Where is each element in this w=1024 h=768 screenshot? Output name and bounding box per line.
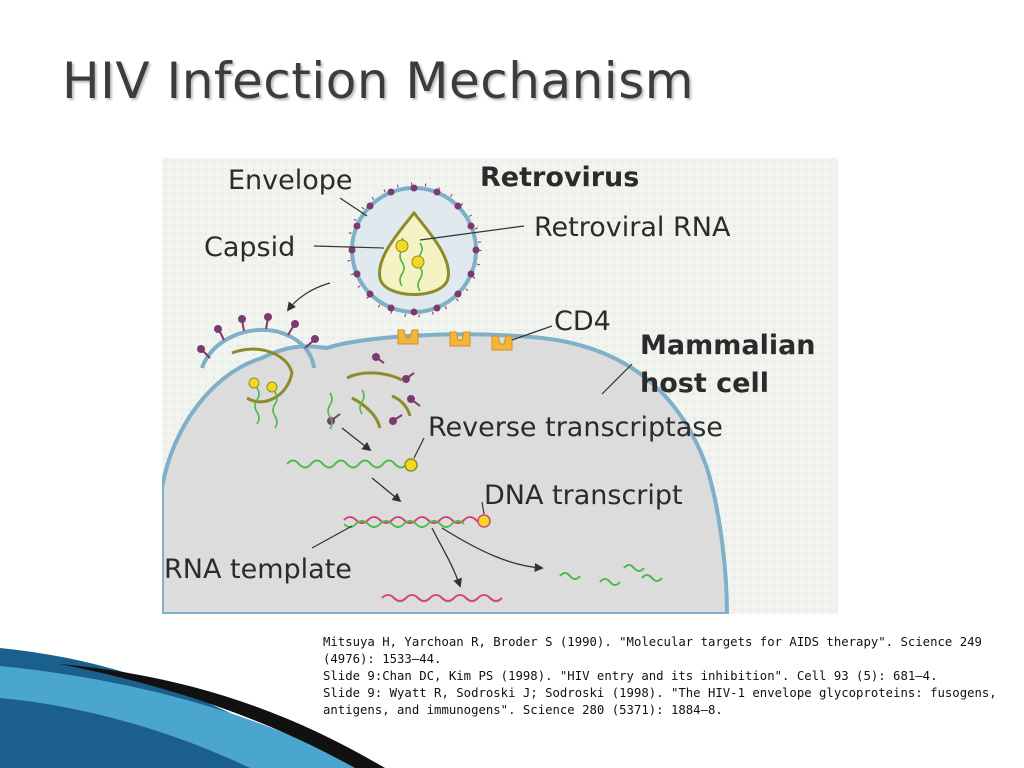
process-arrow (441, 527, 544, 573)
host-cell (162, 332, 730, 614)
reference-item: Slide 9: Wyatt R, Sodroski J; Sodroski (… (323, 686, 997, 717)
rna-fragments (559, 564, 663, 586)
label-retroviral-rna: Retroviral RNA (534, 212, 731, 243)
hiv-infection-diagram: Envelope Retrovirus Retroviral RNA Capsi… (162, 158, 838, 614)
label-envelope: Envelope (228, 165, 353, 196)
reference-item: Mitsuya H, Yarchoan R, Broder S (1990). … (323, 635, 982, 666)
process-arrow (431, 527, 462, 588)
budding-virion (197, 313, 319, 429)
slide-title: HIV Infection Mechanism (62, 52, 694, 110)
label-mammalian: Mammalian (640, 330, 816, 361)
label-host-cell: host cell (640, 368, 769, 399)
reference-item: Slide 9:Chan DC, Kim PS (1998). "HIV ent… (323, 669, 938, 683)
capsid (378, 210, 450, 296)
process-arrow (371, 477, 402, 503)
reverse-transcriptase-enzyme (404, 458, 418, 472)
rna-strand (286, 459, 408, 469)
process-arrow (341, 427, 372, 452)
label-capsid: Capsid (204, 232, 295, 263)
label-dna-transcript: DNA transcript (484, 480, 683, 511)
label-cd4: CD4 (554, 306, 611, 337)
entry-arrow (286, 282, 331, 312)
cd4-receptors (397, 329, 513, 351)
label-retrovirus: Retrovirus (480, 162, 639, 193)
label-rna-template: RNA template (164, 554, 352, 585)
dna-strand (381, 594, 503, 602)
retrovirus-particle (346, 182, 482, 318)
references-block: Mitsuya H, Yarchoan R, Broder S (1990). … (323, 634, 1013, 719)
rna-dna-hybrid (343, 514, 491, 528)
uncoating-capsid (346, 371, 412, 429)
label-reverse-transcriptase: Reverse transcriptase (428, 412, 723, 443)
